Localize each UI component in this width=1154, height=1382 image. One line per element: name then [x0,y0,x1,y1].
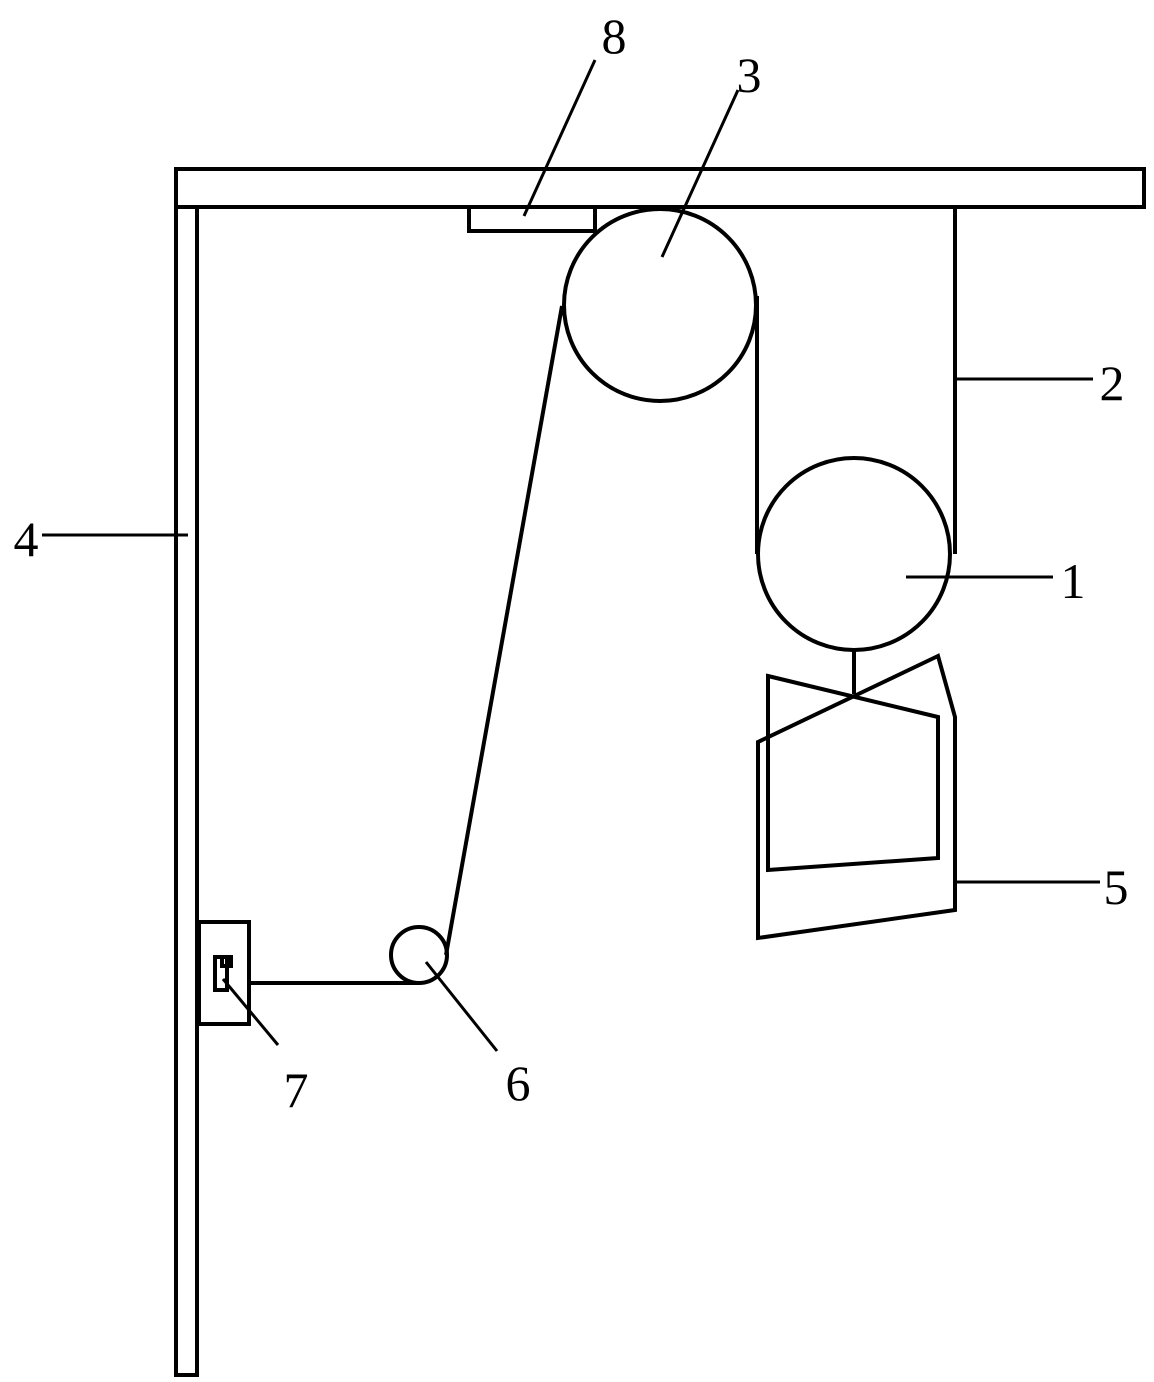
leader-line-6 [424,961,499,1052]
leader-line-7 [221,978,280,1046]
rope-diagonal [444,305,564,956]
load-back-shape [766,673,940,873]
lower-pulley [756,456,952,652]
top-beam [174,167,1146,209]
callout-1: 1 [1061,553,1086,609]
mounting-plate [467,205,597,233]
callout-5: 5 [1104,859,1129,915]
callout-2: 2 [1100,355,1125,411]
winch-box [197,920,251,1026]
vertical-post [174,205,199,1377]
leader-line-8 [522,59,597,217]
callout-3: 3 [737,47,762,103]
load-front-shape [756,653,957,941]
guide-pulley [389,925,449,985]
callout-4: 4 [14,511,39,567]
callout-8: 8 [602,8,627,64]
upper-pulley [562,207,758,403]
callout-7: 7 [284,1062,309,1118]
winch-handle [220,955,233,968]
callout-6: 6 [506,1055,531,1111]
leader-line-3 [660,89,740,258]
